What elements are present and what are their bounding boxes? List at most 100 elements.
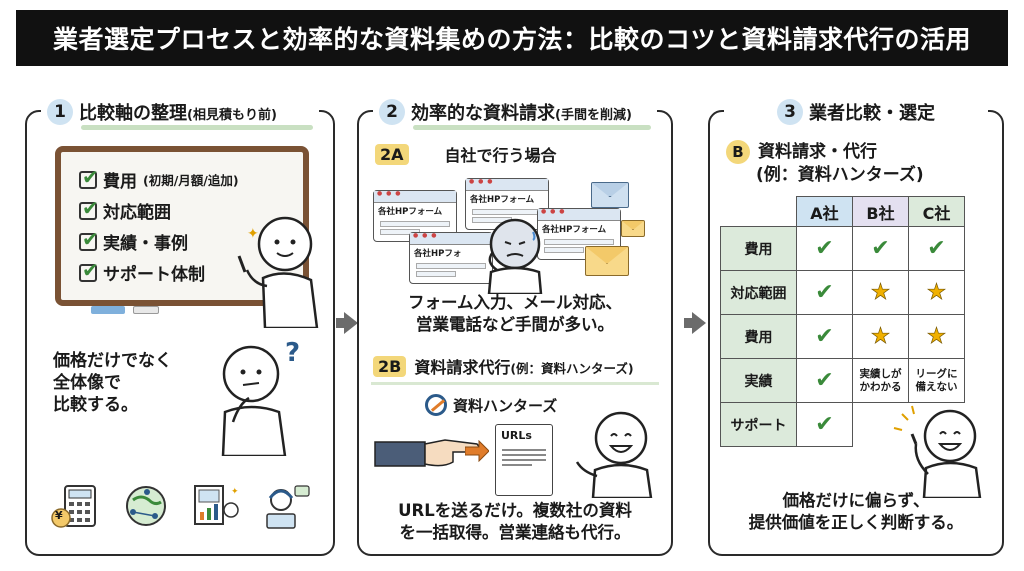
panel-comparison-axes: 1 比較軸の整理(相見積もり前) 費用(初期/月額/追加) 対応範囲 実績・事例… (25, 96, 335, 556)
table-header-row: A社 B社 C社 (721, 196, 965, 227)
section-title: 資料請求代行(例：資料ハンターズ) (414, 354, 633, 378)
checklist: 費用(初期/月額/追加) 対応範囲 実績・事例 サポート体制 (79, 164, 239, 288)
checklist-label: 実績・事例 (103, 234, 188, 254)
section-badge: 2A (375, 143, 409, 165)
table-cell: ✔ (852, 226, 909, 271)
table-cell: ★ (852, 270, 909, 315)
checkmark-icon: ✔ (815, 280, 834, 305)
title-line: (例：資料ハンターズ) (756, 165, 924, 185)
email-icon (585, 246, 629, 276)
star-icon: ★ (926, 280, 947, 306)
section-title-sub: (例：資料ハンターズ) (510, 361, 634, 376)
checklist-label: 費用 (103, 172, 137, 192)
table-cell (852, 402, 909, 447)
section-2b-description: URLを送るだけ。複数社の資料 を一括取得。営業連絡も代行。 (359, 500, 671, 544)
column-header: B社 (852, 196, 909, 227)
panel-efficient-request: 2 効率的な資料請求(手間を削減) 2A 自社で行う場合 各社HPフォーム 各社… (357, 96, 673, 556)
column-header: A社 (796, 196, 853, 227)
comparison-message: 価格だけでなく 全体像で 比較する。 (53, 350, 172, 416)
divider (371, 382, 659, 385)
browser-form-window: 各社HPフォーム (537, 208, 621, 260)
title-line: 資料請求・代行 (758, 142, 877, 162)
table-cell: ★ (908, 314, 965, 359)
step-number-badge: 3 (777, 99, 803, 125)
pointing-person-icon (893, 405, 982, 498)
table-cell: ✔ (796, 402, 853, 447)
panel-heading: 3 業者比較・選定 (724, 96, 988, 128)
form-label: 各社HPフォ (414, 249, 462, 259)
table-row: 費用 ✔ ✔ ✔ (720, 226, 965, 271)
desc-line: を一括取得。営業連絡も代行。 (399, 523, 631, 542)
table-cell: ✔ (796, 270, 853, 315)
star-icon: ★ (870, 324, 891, 350)
doc-label: URLs (501, 429, 532, 442)
arrow-right-icon (684, 312, 706, 334)
heading-label: 比較軸の整理 (79, 103, 187, 124)
pointing-hand-icon (374, 439, 480, 467)
checkmark-icon: ✔ (871, 236, 890, 261)
globe-network-icon (126, 486, 166, 526)
checkmark-icon: ✔ (815, 412, 834, 437)
yen-symbol: ¥ (55, 509, 63, 522)
row-label: 費用 (720, 314, 797, 359)
desc-line: 提供価値を正しく判断する。 (748, 513, 964, 532)
checklist-item: 費用(初期/月額/追加) (79, 164, 239, 195)
star-icon: ★ (926, 324, 947, 350)
table-cell: ★ (852, 314, 909, 359)
heading-label: 効率的な資料請求 (411, 103, 555, 124)
checkbox-checked-icon (79, 258, 99, 282)
checklist-item: 対応範囲 (79, 195, 239, 226)
desc-line: 価格だけに偏らず、 (782, 491, 930, 510)
logo-text: 資料ハンターズ (453, 396, 558, 415)
table-row: 費用 ✔ ★ ★ (720, 314, 965, 359)
table-cell: リーグに備えない (908, 358, 965, 403)
desc-line: フォーム入力、メール対応、 (407, 293, 622, 312)
checklist-label: 対応範囲 (103, 203, 171, 223)
marker-icon (91, 306, 125, 314)
form-label: 各社HPフォーム (378, 207, 443, 217)
service-logo: 資料ハンターズ (425, 394, 557, 416)
arrow-right-icon (465, 440, 489, 462)
row-label: 対応範囲 (720, 270, 797, 315)
section-b-description: 価格だけに偏らず、 提供価値を正しく判断する。 (710, 490, 1002, 534)
table-cell: 実績しがかわかる (852, 358, 909, 403)
browser-form-window: 各社HPフォ (409, 232, 493, 284)
row-label: サポート (720, 402, 797, 447)
cell-note: 実績しがかわかる (853, 368, 908, 394)
url-document-icon: URLs (495, 424, 553, 496)
note-line: 備えない (915, 380, 958, 393)
table-row: 実績 ✔ 実績しがかわかる リーグに備えない (720, 358, 965, 403)
desc-line: URLを送るだけ。複数社の資料 (398, 501, 632, 520)
heading-label: 業者比較・選定 (809, 103, 935, 124)
checkmark-icon: ✔ (815, 324, 834, 349)
step-number-badge: 1 (47, 99, 73, 125)
section-2a-description: フォーム入力、メール対応、 営業電話など手間が多い。 (359, 292, 671, 336)
section-2b-label: 2B 資料請求代行(例：資料ハンターズ) (373, 354, 634, 378)
star-icon: ★ (870, 280, 891, 306)
form-label: 各社HPフォーム (542, 225, 607, 235)
table-cell: ✔ (796, 226, 853, 271)
checkbox-checked-icon (79, 165, 99, 189)
support-operator-icon (266, 485, 310, 529)
stressed-person-icon (487, 218, 543, 294)
checkmark-icon: ✔ (927, 236, 946, 261)
section-badge: B (726, 140, 750, 164)
logo-mark-icon (425, 394, 447, 416)
message-line: 比較する。 (53, 395, 138, 415)
checkbox-checked-icon (79, 227, 99, 251)
comparison-table: A社 B社 C社 費用 ✔ ✔ ✔ 対応範囲 ✔ ★ ★ 費用 ✔ ★ (720, 196, 965, 447)
browser-form-window: 各社HPフォーム (465, 178, 549, 230)
arrow-right-icon (336, 312, 358, 334)
checklist-label: サポート体制 (103, 265, 205, 285)
happy-person-icon (575, 411, 653, 498)
section-title-main: 資料請求代行 (414, 358, 511, 377)
table-row: サポート ✔ (720, 402, 965, 447)
row-label: 費用 (720, 226, 797, 271)
section-2a-label: 2A 自社で行う場合 (375, 142, 557, 166)
table-cell: ★ (908, 270, 965, 315)
checklist-item: 実績・事例 (79, 226, 239, 257)
panel-heading: 2 効率的な資料請求(手間を削減) (373, 96, 657, 130)
table-cell: ✔ (796, 358, 853, 403)
cell-note: リーグに備えない (909, 368, 964, 394)
note-line: 実績しが (859, 367, 902, 380)
